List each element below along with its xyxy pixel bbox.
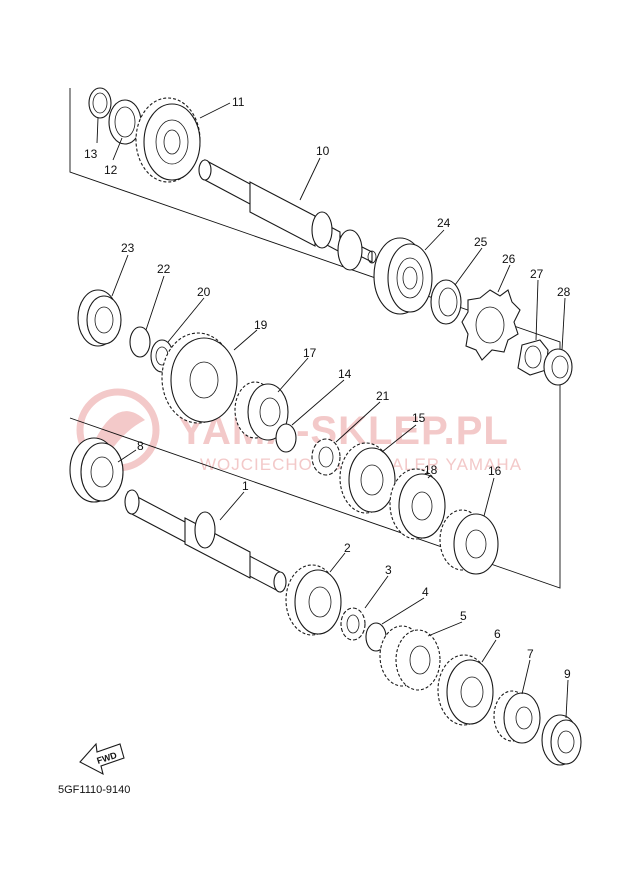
gear-part <box>437 654 494 726</box>
ref-label: 5 <box>460 609 467 623</box>
ref-label: 6 <box>494 627 501 641</box>
shaft-part <box>124 489 287 593</box>
oil-seal-part <box>430 279 462 325</box>
ref-label: 22 <box>157 262 171 276</box>
gear-part <box>389 468 446 540</box>
ref-label: 20 <box>197 285 211 299</box>
ref-label: 21 <box>376 389 390 403</box>
fwd-arrow-icon: FWD <box>79 742 125 776</box>
washer-part <box>311 438 341 476</box>
ref-label: 26 <box>502 252 516 266</box>
ref-label: 15 <box>412 411 426 425</box>
middle-row-group <box>77 289 499 575</box>
gear-part <box>135 97 201 183</box>
ref-label: 16 <box>488 464 502 478</box>
gear-part <box>493 690 541 744</box>
ref-label: 13 <box>84 147 98 161</box>
gear-part <box>285 564 342 636</box>
diagram-code: 5GF1110-9140 <box>58 784 130 796</box>
ref-label: 14 <box>338 367 352 381</box>
bearing-part <box>373 237 433 315</box>
circlip-part <box>275 423 297 453</box>
drive-axle-group <box>69 437 582 766</box>
gear-part <box>161 332 238 424</box>
main-axle-group <box>88 87 573 386</box>
ref-label: 4 <box>422 585 429 599</box>
watermark-logo-mark <box>95 411 145 452</box>
ref-label: 10 <box>316 144 330 158</box>
ref-label: 9 <box>564 667 571 681</box>
washer-part <box>340 607 366 641</box>
ref-label: 28 <box>557 285 571 299</box>
shaft-part <box>198 159 377 271</box>
ref-label: 25 <box>474 235 488 249</box>
gear-part <box>379 625 441 691</box>
ref-label: 18 <box>424 463 438 477</box>
watermark: YAMA-SKLEP.PL WOJCIECHOWSKI DEALER YAMAH… <box>76 388 521 474</box>
ref-label: 11 <box>232 95 245 109</box>
reference-labels: 13 12 11 10 24 25 26 27 28 23 22 20 19 1… <box>84 95 571 681</box>
gear-part <box>339 442 396 514</box>
leader-lines <box>96 102 569 719</box>
ref-label: 12 <box>104 163 118 177</box>
watermark-title: YAMA-SKLEP.PL <box>178 409 509 453</box>
ref-label: 23 <box>121 241 135 255</box>
gear-part <box>234 381 289 441</box>
circlip-part <box>129 326 151 358</box>
ref-label: 19 <box>254 318 268 332</box>
sprocket-part <box>461 289 521 361</box>
ref-label: 17 <box>303 346 317 360</box>
assembly-outline <box>69 88 561 589</box>
ref-label: 24 <box>437 216 451 230</box>
ref-label: 2 <box>344 541 351 555</box>
lock-washer-part <box>517 339 549 376</box>
ref-label: 8 <box>137 439 144 453</box>
circlip-part <box>88 87 112 119</box>
gear-part <box>439 509 499 575</box>
ref-label: 1 <box>242 479 249 493</box>
ref-label: 7 <box>527 647 534 661</box>
ref-label: 27 <box>530 267 544 281</box>
ref-label: 3 <box>385 563 392 577</box>
